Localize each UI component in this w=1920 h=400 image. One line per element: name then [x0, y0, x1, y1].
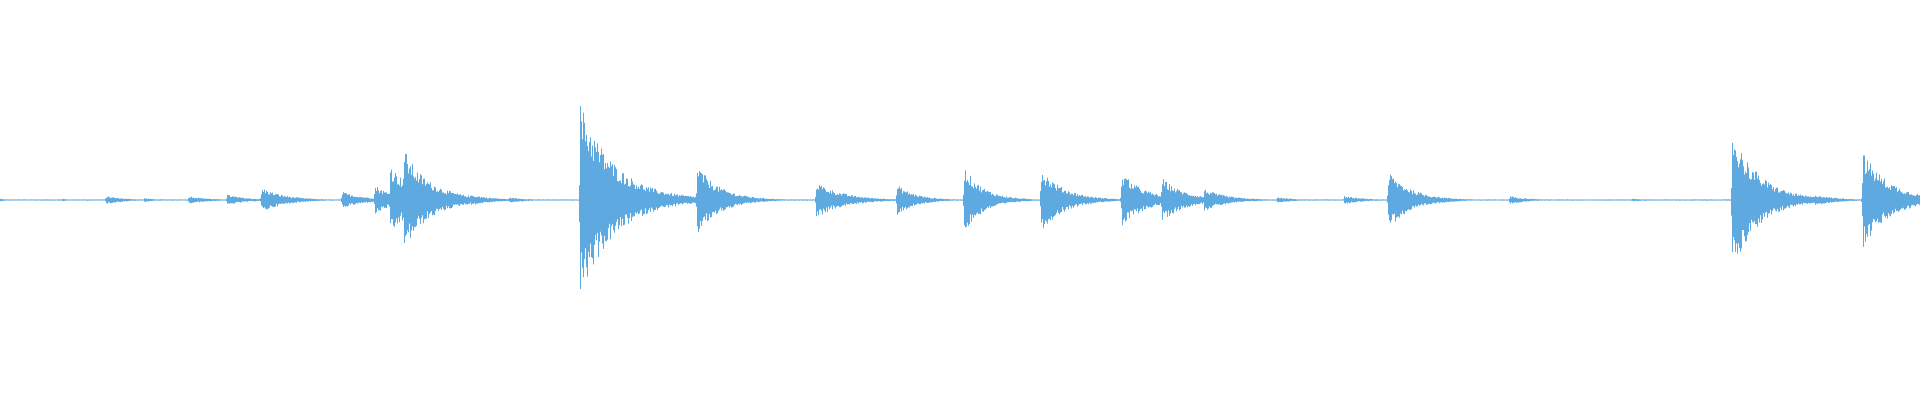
waveform-trace [0, 106, 1920, 289]
